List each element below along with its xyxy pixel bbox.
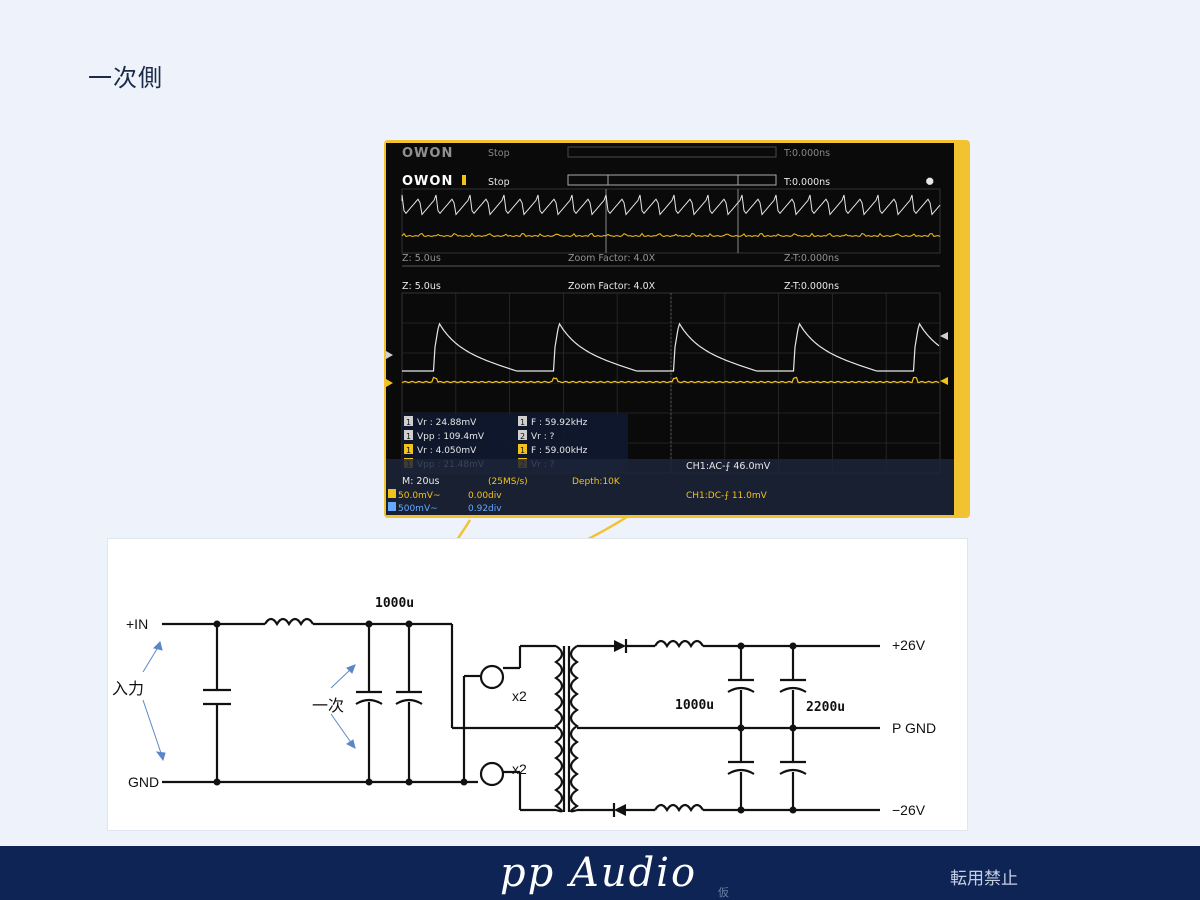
meas-value: Vpp : 109.4mV <box>417 432 485 442</box>
output-inductor-top <box>654 639 704 649</box>
label-primary-cap: 1000u <box>375 596 415 611</box>
transistor-bottom <box>479 761 505 787</box>
scope-state: Stop <box>488 177 510 188</box>
annotation-arrows <box>142 641 356 762</box>
meas-channel-badge <box>518 416 527 426</box>
transformer-primary <box>554 645 564 813</box>
scope-trig-time: T:0.000ns <box>783 177 830 188</box>
label-gnd: GND <box>128 774 160 790</box>
meas-value: Vr : 24.88mV <box>417 418 477 428</box>
diode-top <box>614 640 626 652</box>
meas-channel-number: 2 <box>520 432 525 441</box>
label-out-neg: −26V <box>892 802 926 818</box>
pause-icon <box>462 175 466 185</box>
meas-channel-number: 1 <box>520 446 525 455</box>
ch2-ground-marker <box>386 351 393 359</box>
label-in-plus: +IN <box>126 616 149 632</box>
transistor-top <box>479 664 505 690</box>
meas-value: F : 59.92kHz <box>531 418 588 428</box>
ch1-ground-marker <box>386 379 393 387</box>
meas-channel-badge <box>404 416 413 426</box>
slide-title: 一次側 <box>88 64 163 92</box>
footer-note: 転用禁止 <box>950 869 1018 889</box>
label-transistor-bottom-mult: x2 <box>512 761 527 777</box>
label-secondary-cap-1: 1000u <box>675 698 715 713</box>
ch1-trigger-lower: CH1:DC-⨍ 11.0mV <box>686 491 768 501</box>
meas-value: Vr : 4.050mV <box>417 446 477 456</box>
zoom-factor-ghost: Zoom Factor: 4.0X <box>568 253 656 264</box>
input-inductor <box>264 617 314 627</box>
label-input: 入力 <box>112 681 145 698</box>
meas-channel-badge <box>404 444 413 454</box>
overview-waveform <box>401 188 941 254</box>
zoom-trig: Z-T:0.000ns <box>784 281 839 292</box>
footer-brand-sub: 仮 <box>718 886 729 899</box>
timebase: M: 20us <box>402 476 440 487</box>
zoom-factor: Zoom Factor: 4.0X <box>568 281 656 292</box>
scope-state-ghost: Stop <box>488 148 510 159</box>
scope-brand: OWON <box>402 174 453 189</box>
meas-value: Vr : ? <box>531 432 555 442</box>
label-primary: 一次 <box>312 698 345 715</box>
meas-channel-badge <box>518 430 527 440</box>
ch1-scale: 50.0mV~ <box>398 491 441 501</box>
usb-icon: ⯃ <box>926 177 934 188</box>
oscilloscope-screenshot: OWON Stop T:0.000ns OWON Stop T:0.000ns … <box>386 143 954 515</box>
ch1-level-marker <box>940 377 948 385</box>
scope-display: OWON Stop T:0.000ns OWON Stop T:0.000ns … <box>386 146 954 515</box>
meas-channel-badge <box>518 444 527 454</box>
zoom-trig-ghost: Z-T:0.000ns <box>784 253 839 264</box>
footer-bar <box>0 846 1200 900</box>
scope-trig-time-ghost: T:0.000ns <box>783 148 830 159</box>
ch1-offset: 0.00div <box>468 491 502 501</box>
label-out-pos: +26V <box>892 637 926 653</box>
output-inductor-bottom <box>654 803 704 813</box>
ch2-level-marker <box>940 332 948 340</box>
meas-channel-number: 1 <box>520 418 525 427</box>
sample-rate: (25MS/s) <box>488 477 528 487</box>
label-out-gnd: P GND <box>892 720 937 736</box>
diode-bottom <box>614 804 626 816</box>
meas-value: F : 59.00kHz <box>531 446 588 456</box>
meas-channel-number: 1 <box>406 432 411 441</box>
ch2-scale: 500mV~ <box>398 504 438 514</box>
footer-brand: pp Audio <box>500 850 698 896</box>
zoom-timebase-ghost: Z: 5.0us <box>402 253 441 264</box>
ch1-trigger-upper: CH1:AC-⨍ 46.0mV <box>686 461 771 472</box>
memory-depth: Depth:10K <box>572 477 621 487</box>
transformer-secondary <box>569 645 579 813</box>
meas-channel-number: 1 <box>406 418 411 427</box>
ch2-offset: 0.92div <box>468 504 502 514</box>
zoom-timebase: Z: 5.0us <box>402 281 441 292</box>
meas-channel-number: 1 <box>406 446 411 455</box>
label-secondary-cap-2: 2200u <box>806 700 846 715</box>
label-transistor-top-mult: x2 <box>512 688 527 704</box>
scope-brand-ghost: OWON <box>402 146 453 161</box>
meas-channel-badge <box>404 430 413 440</box>
